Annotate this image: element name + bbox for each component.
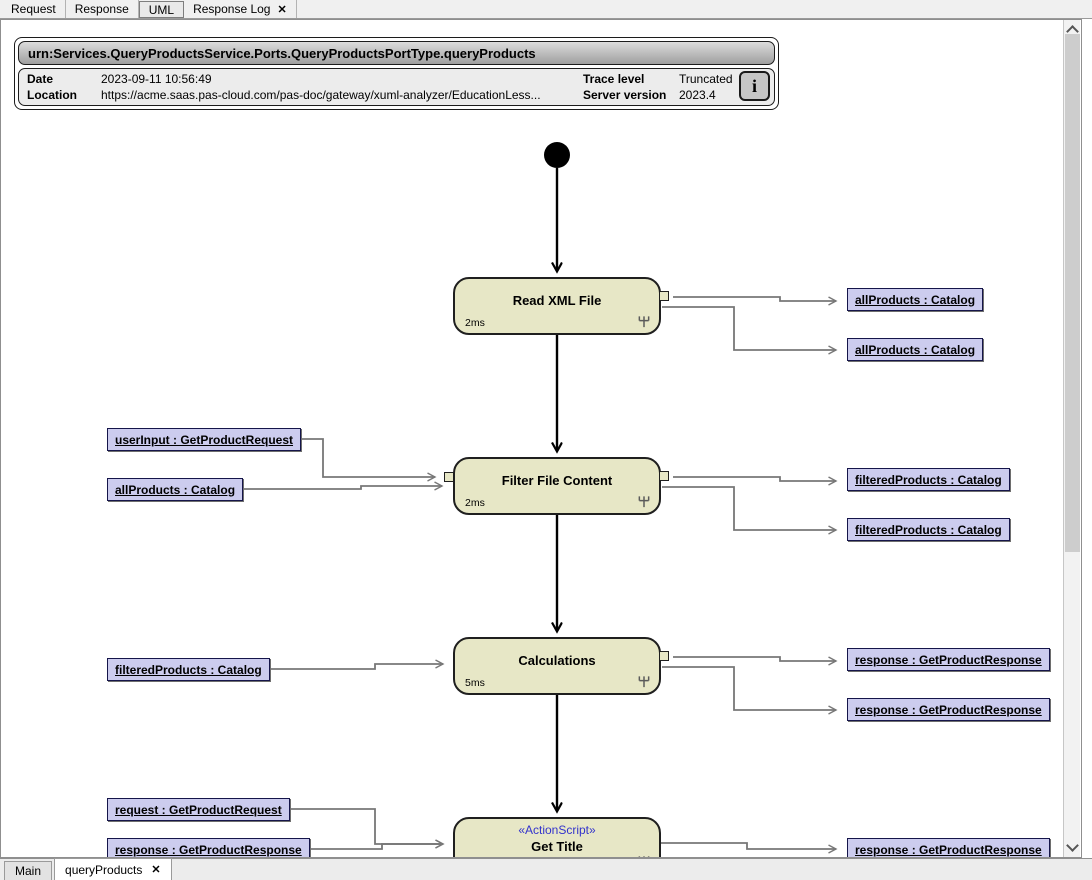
activity-node-calculations[interactable]: Calculations 5ms: [453, 637, 661, 695]
node-duration: 5ms: [465, 677, 485, 689]
date-value: 2023-09-11 10:56:49: [101, 72, 212, 86]
object-node-response-getproductresponse[interactable]: response : GetProductResponse: [847, 838, 1050, 858]
object-node-response-getproductresponse[interactable]: response : GetProductResponse: [107, 838, 310, 858]
object-node-response-getproductresponse[interactable]: response : GetProductResponse: [847, 698, 1050, 721]
object-node-filteredproducts-catalog[interactable]: filteredProducts : Catalog: [847, 518, 1010, 541]
uml-diagram-viewport: urn:Services.QueryProductsService.Ports.…: [1, 19, 1063, 858]
node-title: Filter File Content: [501, 473, 613, 488]
tab-response[interactable]: Response: [66, 0, 139, 18]
location-value: https://acme.saas.pas-cloud.com/pas-doc/…: [101, 88, 541, 102]
close-icon[interactable]: ✕: [277, 3, 287, 16]
diagram-connectors: [233, 142, 1063, 858]
scroll-down-icon[interactable]: [1066, 839, 1079, 852]
doc-tab-queryproducts[interactable]: queryProducts ✕: [54, 858, 172, 880]
trace-level-label: Trace level: [583, 72, 645, 86]
node-title: Read XML File: [512, 293, 602, 308]
object-pin: [659, 291, 669, 301]
top-tab-bar: Request Response UML Response Log ✕: [0, 0, 1092, 19]
node-duration: 2ms: [465, 317, 485, 329]
tab-label: Response: [74, 2, 129, 16]
activity-node-get-title[interactable]: «ActionScript» Get Title: [453, 817, 661, 858]
trace-level-value: Truncated: [679, 72, 733, 86]
close-icon[interactable]: ✕: [151, 864, 161, 876]
trace-header: urn:Services.QueryProductsService.Ports.…: [14, 37, 779, 110]
date-label: Date: [27, 72, 54, 86]
object-node-allproducts-catalog[interactable]: allProducts : Catalog: [847, 338, 984, 361]
doc-tab-main[interactable]: Main: [4, 861, 53, 880]
info-button[interactable]: i: [739, 71, 770, 101]
tab-uml[interactable]: UML: [138, 1, 185, 18]
object-node-filteredproducts-catalog[interactable]: filteredProducts : Catalog: [847, 468, 1010, 491]
server-version-value: 2023.4: [679, 88, 716, 102]
object-node-allproducts-catalog[interactable]: allProducts : Catalog: [107, 478, 244, 501]
activity-node-read-xml-file[interactable]: Read XML File 2ms: [453, 277, 661, 335]
object-node-request-getproductrequest[interactable]: request : GetProductRequest: [107, 798, 290, 821]
tab-response-log[interactable]: Response Log ✕: [184, 0, 297, 18]
vertical-scrollbar[interactable]: [1063, 20, 1080, 857]
tab-label: queryProducts: [65, 862, 143, 877]
node-title: Get Title: [531, 839, 583, 854]
action-rake-icon: [638, 676, 650, 688]
action-rake-icon: [638, 496, 650, 508]
object-node-response-getproductresponse[interactable]: response : GetProductResponse: [847, 648, 1050, 671]
location-label: Location: [27, 88, 77, 102]
tab-label: Response Log: [193, 2, 271, 16]
trace-info-panel: Date 2023-09-11 10:56:49 Location https:…: [18, 68, 775, 106]
tab-label: Request: [11, 2, 56, 16]
bottom-tab-bar: Main queryProducts ✕: [0, 858, 1092, 880]
node-title: Calculations: [518, 653, 596, 668]
initial-node: [544, 142, 570, 168]
action-rake-icon: [638, 316, 650, 328]
node-stereotype: «ActionScript»: [518, 823, 596, 837]
tab-label: Main: [15, 864, 42, 878]
object-flow-edges: [233, 296, 836, 849]
object-pin: [659, 471, 669, 481]
object-node-filteredproducts-catalog[interactable]: filteredProducts : Catalog: [107, 658, 270, 681]
node-duration: 2ms: [465, 497, 485, 509]
scrollbar-thumb[interactable]: [1065, 34, 1080, 552]
server-version-label: Server version: [583, 88, 667, 102]
object-node-allproducts-catalog[interactable]: allProducts : Catalog: [847, 288, 984, 311]
object-pin: [659, 651, 669, 661]
activity-node-filter-file-content[interactable]: Filter File Content 2ms: [453, 457, 661, 515]
tab-label: UML: [148, 2, 175, 17]
tab-request[interactable]: Request: [2, 0, 66, 18]
object-pin: [444, 472, 454, 482]
service-urn-title: urn:Services.QueryProductsService.Ports.…: [18, 41, 775, 65]
object-node-userinput-getproductrequest[interactable]: userInput : GetProductRequest: [107, 428, 302, 451]
